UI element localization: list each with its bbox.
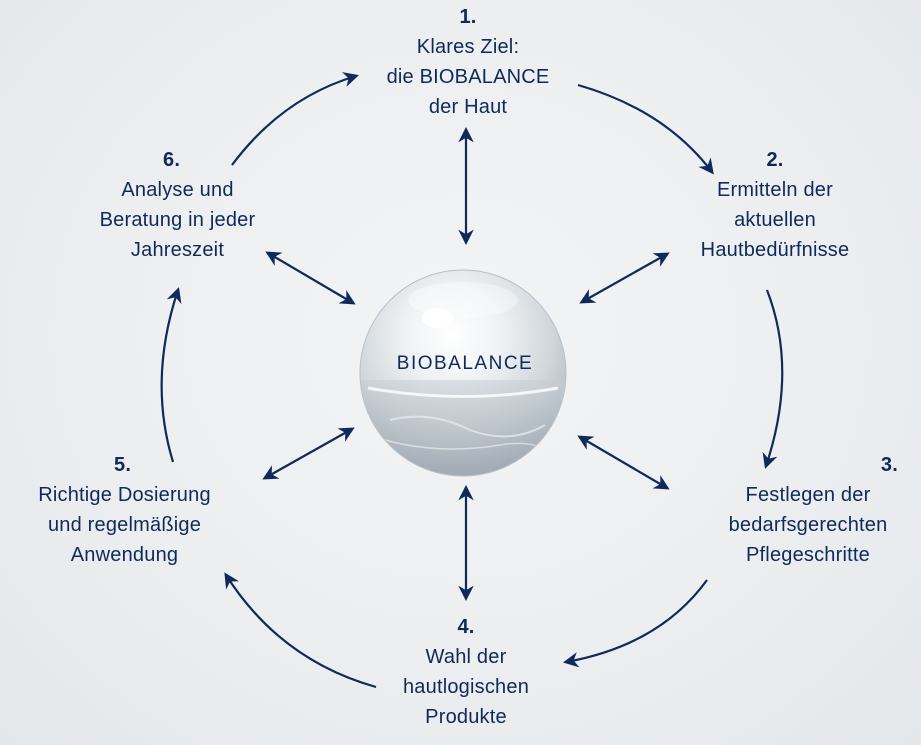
step-2-number: 2. (766, 149, 784, 171)
step-5-line-1: Richtige Dosierung (38, 484, 211, 506)
step-3-line-1: Festlegen der (745, 484, 871, 506)
step-4-line-2: hautlogischen (402, 676, 530, 698)
cycle-arrow-3-to-4 (562, 579, 708, 668)
step-2-line-3: Hautbedürfnisse (700, 239, 850, 261)
center-label: BIOBALANCE (396, 353, 534, 374)
step-5-number: 5. (114, 454, 132, 476)
step-2-line-1: Ermitteln der (717, 179, 833, 201)
step-4: 4. Wahl der hautlogischen Produkte (360, 612, 572, 732)
step-1-line-2: die BIOBALANCE (386, 66, 550, 88)
step-2-line-2: aktuellen (734, 209, 816, 231)
biobalance-sphere (359, 269, 567, 477)
cycle-arrow-6-to-1 (231, 72, 359, 166)
step-6-number: 6. (163, 149, 181, 171)
step-3-line-3: Pflegeschritte (746, 544, 870, 566)
step-1-line-3: der Haut (428, 96, 508, 118)
step-1-number: 1. (459, 6, 477, 28)
step-2: 2. Ermitteln der aktuellen Hautbedürfnis… (665, 145, 885, 265)
step-1: 1. Klares Ziel: die BIOBALANCE der Haut (355, 2, 581, 122)
spoke-arrow-3 (577, 435, 670, 490)
cycle-arrow-4-to-5 (224, 572, 377, 689)
step-4-line-1: Wahl der (425, 646, 507, 668)
step-3: 3. Festlegen der bedarfsgerechten Pflege… (698, 450, 918, 570)
step-4-line-3: Produkte (425, 706, 507, 728)
spoke-arrow-5 (262, 427, 355, 480)
cycle-arrow-5-to-6 (160, 287, 182, 463)
step-3-number: 3. (880, 454, 898, 476)
step-6-line-3: Jahreszeit (130, 239, 225, 261)
step-6-line-1: Analyse und (121, 179, 234, 201)
spoke-arrow-6 (265, 251, 356, 305)
cycle-arrow-2-to-3 (762, 289, 784, 469)
step-6-line-2: Beratung in jeder (99, 209, 256, 231)
step-5: 5. Richtige Dosierung und regelmäßige An… (2, 450, 247, 570)
step-5-line-3: Anwendung (70, 544, 179, 566)
step-4-number: 4. (457, 616, 475, 638)
step-3-line-2: bedarfsgerechten (728, 514, 888, 536)
step-6: 6. Analyse und Beratung in jeder Jahresz… (65, 145, 290, 265)
step-5-line-2: und regelmäßige (47, 514, 202, 536)
cycle-arrow-1-to-2 (577, 83, 714, 175)
spoke-arrow-2 (579, 252, 670, 304)
step-1-line-1: Klares Ziel: (416, 36, 520, 58)
